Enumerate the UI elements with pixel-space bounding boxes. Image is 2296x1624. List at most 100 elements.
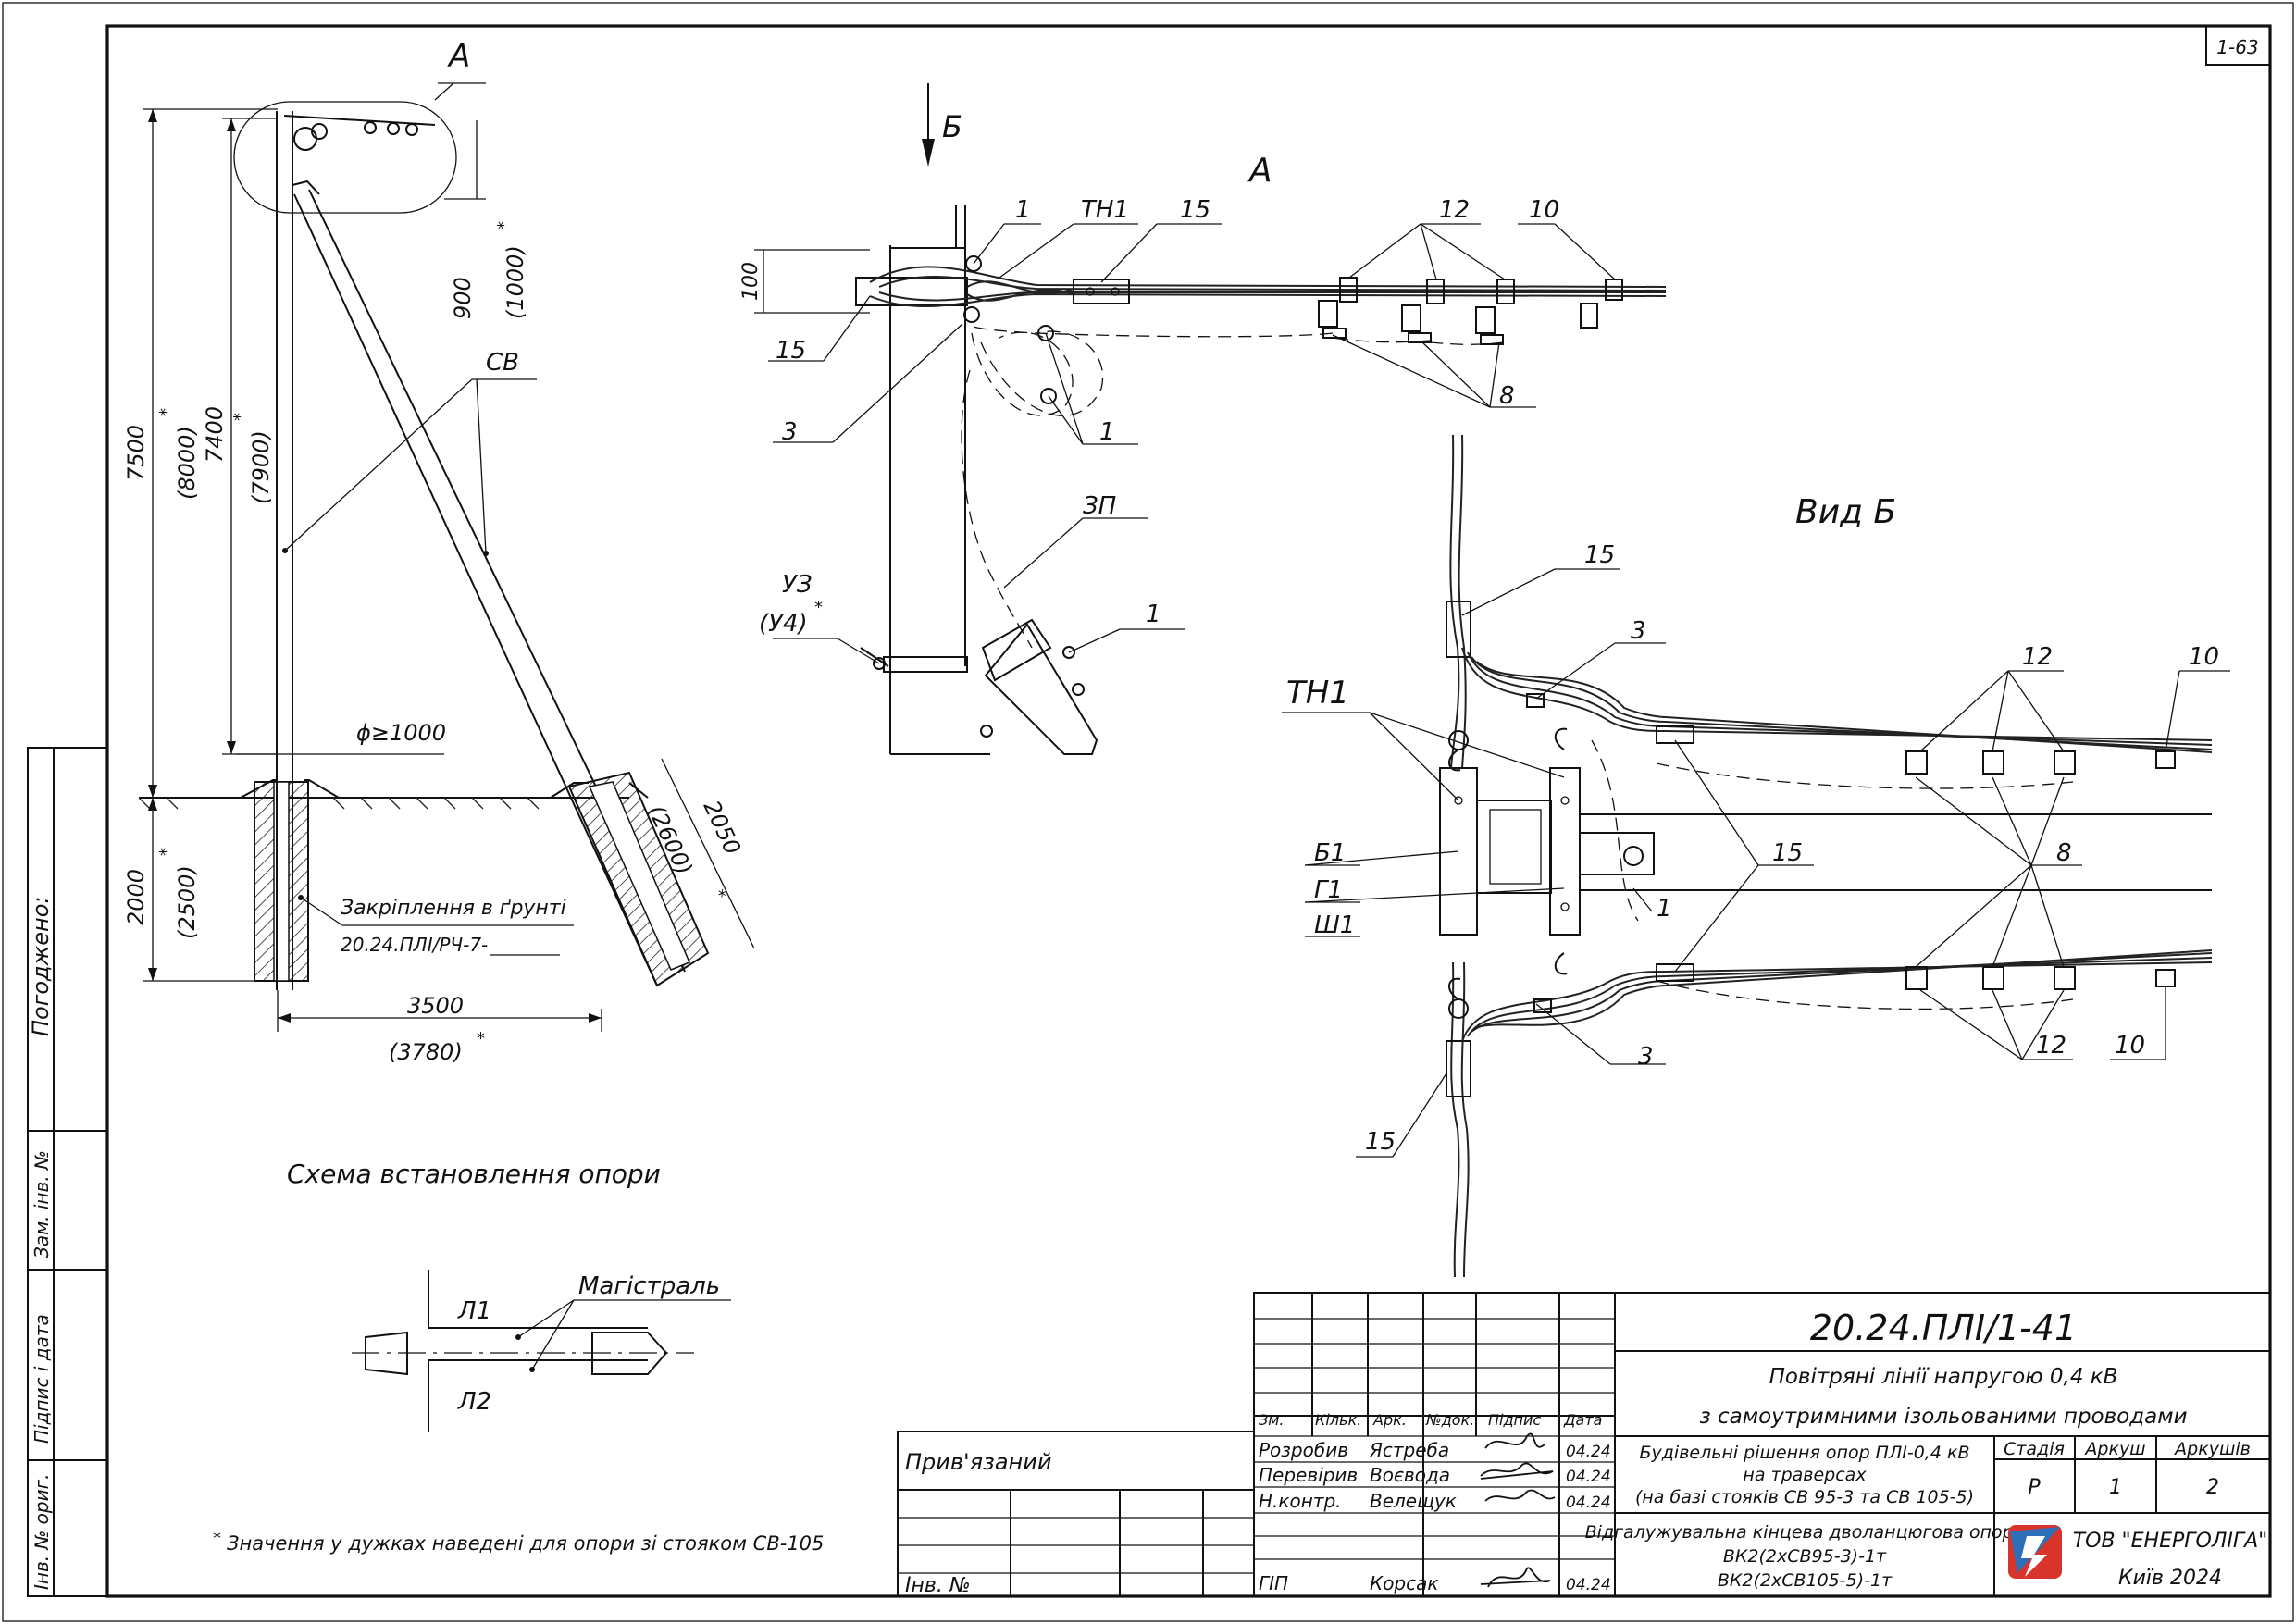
hdr-zm: Зм. [1259,1411,1284,1429]
svg-text:*: * [156,408,176,416]
city-year: Київ 2024 [2118,1567,2222,1590]
detail-a-label-u4: (У4) [759,610,808,638]
section-line1: Будівельні рішення опор ПЛІ-0,4 кВ [1640,1443,1970,1463]
dim-3500: 3500 [407,993,464,1019]
dim-7500: 7500 [123,425,149,481]
date-2: 04.24 [1566,1494,1611,1512]
role-2: Н.контр. [1259,1490,1342,1512]
sheet-value: 1 [2109,1476,2122,1499]
svg-text:*: * [708,886,729,902]
sheets-header: Аркушів [2173,1439,2251,1459]
privyazaniy-label: Прив'язаний [905,1449,1051,1475]
dim-3780: (3780) [389,1039,463,1065]
detail-a-label-15: 15 [1180,196,1210,224]
install-scheme-caption: Схема встановлення опори [287,1159,661,1189]
pole-label: СВ [486,349,519,377]
sign-date-label: Підпис і дата [31,1314,53,1444]
svg-text:*: * [213,1529,221,1548]
dim-8000: (8000) [174,426,200,500]
detail-a-callout [233,101,457,214]
hdr-data: Дата [1563,1411,1602,1429]
dim-1000: (1000) [503,245,528,319]
section-line3: (на базі стояків СВ 95-3 та СВ 105-5) [1635,1487,1974,1507]
svg-text:*: * [230,413,250,421]
detail-a: А Б [739,83,1667,755]
name-2: Велещук [1370,1490,1457,1512]
hdr-ark: Арк. [1372,1411,1407,1429]
name-0: Ястреба [1369,1439,1449,1461]
hdr-kilk: Кільк. [1315,1411,1361,1429]
object-line1: Відгалужувальна кінцева дволанцюгова опо… [1585,1522,2025,1543]
detail-a-label-zp: ЗП [1083,492,1116,520]
view-b-label-10b: 10 [2115,1032,2145,1060]
detail-a-label-15b: 15 [776,337,806,365]
view-b-label-15b: 15 [1772,839,1803,867]
sheet-header: Аркуш [2083,1439,2145,1459]
view-b-arrow-label: Б [942,109,962,144]
object-line2: ВК2(2хСВ95-3)-1т [1723,1546,1887,1567]
company-logo-icon [2008,1525,2062,1579]
view-b-label-3a: 3 [1631,617,1646,645]
dim-2000: 2000 [123,869,149,925]
circuit-scheme: Магістраль Л1 Л2 [352,1270,731,1432]
hdr-pidpys: Підпис [1488,1411,1541,1429]
view-b: Вид Б [1282,434,2230,1278]
detail-a-label-1b: 1 [1099,418,1115,446]
role-3: ГІП [1259,1572,1288,1594]
object-line3: ВК2(2хСВ105-5)-1т [1718,1570,1893,1591]
title-line2: з самоутримними ізольованими проводами [1699,1405,2187,1429]
dim-7900: (7900) [248,430,274,504]
detail-a-label-1: 1 [1015,196,1031,224]
view-b-label-15a: 15 [1584,541,1615,569]
name-3: Корсак [1370,1572,1438,1594]
role-0: Розробив [1259,1439,1348,1461]
install-scheme: А 7500 (8000) * 7400 (7900) * 900 (1000)… [123,38,755,1189]
detail-a-label-12: 12 [1439,196,1470,224]
view-b-label-3b: 3 [1638,1043,1654,1071]
dim-900: 900 [450,277,476,319]
side-stamp: Погоджено: Зам. інв. № Підпис і дата Інв… [27,747,108,1597]
detail-a-label-tn1: ТН1 [1081,196,1129,224]
dim-2500: (2500) [174,865,200,939]
hdr-ndok: №док. [1425,1411,1474,1429]
sheets-value: 2 [2206,1476,2219,1499]
svg-text:*: * [156,848,176,856]
view-b-label-12a: 12 [2022,643,2053,671]
view-b-label-tn1: ТН1 [1286,675,1349,712]
view-b-label-b1: Б1 [1314,839,1346,867]
footnote: Значення у дужках наведені для опори зі … [227,1532,824,1555]
detail-a-marker: А [447,38,470,75]
svg-text:*: * [814,598,823,617]
ground-fix-label: Закріплення в ґрунті [341,897,566,920]
corner-code: 1-63 [2216,36,2258,58]
detail-a-title: А [1247,152,1272,190]
company-name: ТОВ "ЕНЕРГОЛІГА" [2073,1530,2268,1553]
date-3: 04.24 [1566,1576,1611,1594]
view-b-label-12b: 12 [2036,1032,2066,1060]
doc-code: 20.24.ПЛІ/1-41 [1810,1308,2077,1348]
ground-fix-code: 20.24.ПЛІ/РЧ-7- [341,934,488,956]
date-1: 04.24 [1566,1468,1611,1486]
signatures [1480,1432,1556,1588]
detail-a-label-10: 10 [1529,196,1559,224]
inv-no-label: Інв. № [905,1574,971,1597]
detail-a-label-1c: 1 [1146,601,1161,628]
circuit-title: Магістраль [578,1272,720,1300]
view-b-label-sh1: Ш1 [1314,911,1355,939]
view-b-label-1: 1 [1657,895,1672,923]
agreed-label: Погоджено: [28,897,54,1036]
section-line2: на траверсах [1743,1465,1867,1485]
svg-text:*: * [494,221,514,229]
view-b-label-8: 8 [2056,839,2072,867]
stage-value: Р [2028,1476,2041,1499]
view-b-label-10a: 10 [2189,643,2219,671]
name-1: Воєвода [1370,1464,1450,1486]
view-b-label-g1: Г1 [1314,876,1343,904]
detail-a-label-8: 8 [1499,382,1515,410]
stage-header: Стадія [2004,1439,2065,1459]
title-line1: Повітряні лінії напругою 0,4 кВ [1769,1365,2118,1389]
role-1: Перевірив [1259,1464,1358,1486]
circuit-l1: Л1 [457,1297,491,1325]
date-0: 04.24 [1566,1443,1611,1461]
